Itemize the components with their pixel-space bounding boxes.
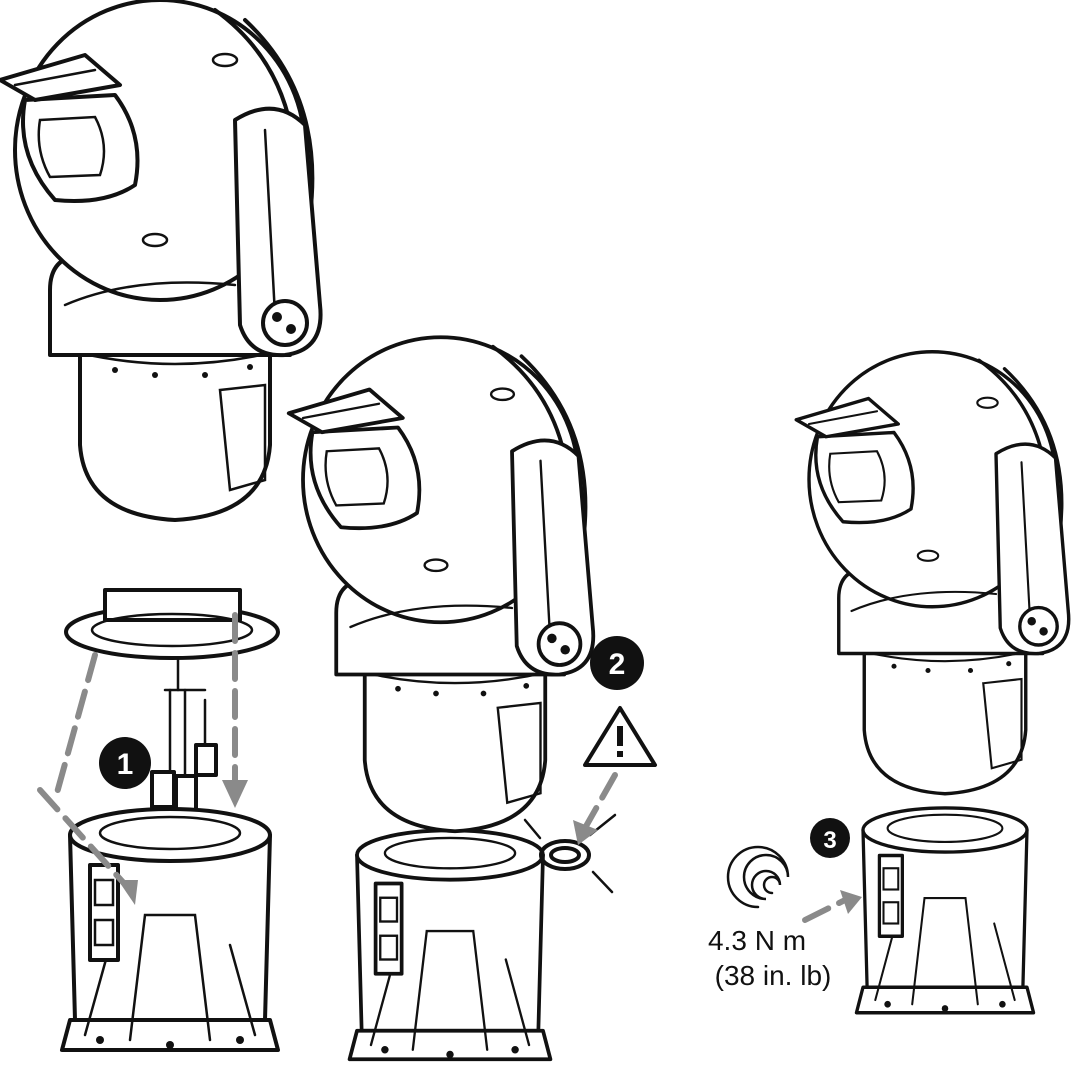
torque-metric-label: 4.3 N m — [708, 925, 806, 956]
step-3-badge: 3 — [810, 818, 850, 858]
camera-icon — [286, 335, 596, 834]
step3-assembly — [726, 350, 1071, 1015]
camera-icon — [0, 0, 323, 522]
torque-imperial-label: (38 in. lb) — [715, 960, 832, 991]
step-2-badge: 2 — [590, 636, 644, 690]
step2-assembly — [286, 335, 618, 1062]
connector-icon — [150, 658, 218, 813]
arrow-icon — [37, 612, 248, 905]
pipe-mount-base — [60, 807, 280, 1052]
step1-assembly — [0, 0, 323, 1052]
svg-text:1: 1 — [117, 748, 134, 781]
mounting-flange — [64, 588, 280, 660]
warning-triangle-icon — [583, 706, 657, 767]
svg-text:2: 2 — [609, 648, 626, 681]
step-1-badge: 1 — [99, 737, 151, 789]
spiral-torque-icon — [726, 845, 790, 909]
camera-icon — [794, 350, 1071, 796]
svg-text:3: 3 — [823, 827, 836, 854]
